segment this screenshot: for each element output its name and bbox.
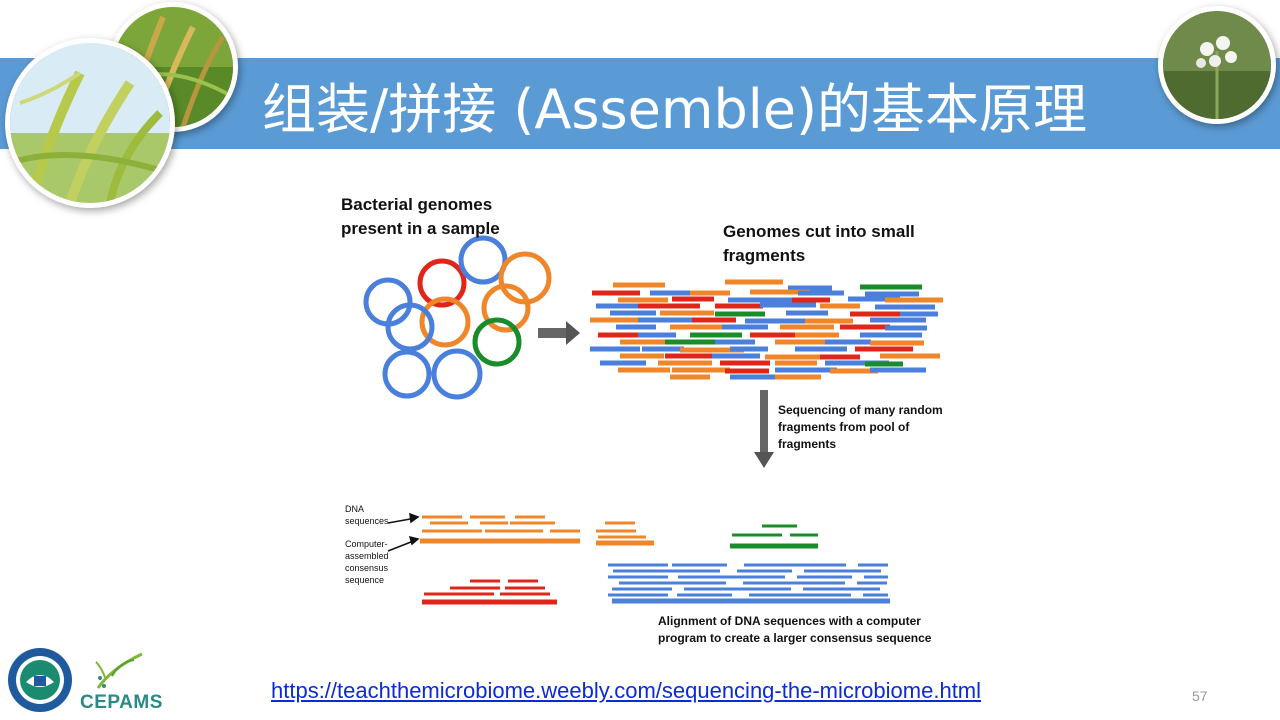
label-consensus: Computer- assembled consensus sequence — [345, 538, 389, 586]
label-line: Bacterial genomes — [341, 195, 493, 214]
genome-circle — [417, 258, 467, 308]
diagram-graphics — [363, 235, 943, 605]
wheat-photo — [5, 38, 175, 208]
source-link[interactable]: https://teachthemicrobiome.weebly.com/se… — [271, 678, 982, 703]
label-dna-sequences: DNA sequences — [345, 503, 389, 527]
label-bacterial-genomes: Bacterial genomes present in a sample — [341, 193, 500, 241]
right-arrow-icon — [538, 321, 580, 345]
down-arrow-icon — [754, 390, 774, 468]
label-line: sequence — [345, 575, 385, 585]
genome-circle — [458, 235, 508, 285]
label-line: fragments — [723, 246, 806, 265]
label-line: Alignment of DNA sequences with a comput… — [658, 614, 921, 628]
label-line: Sequencing of many random — [778, 403, 943, 417]
label-line: DNA — [345, 504, 365, 514]
label-arrows — [387, 512, 420, 552]
label-line: present in a sample — [341, 219, 500, 238]
genome-fragments — [590, 279, 943, 380]
assembly-diagram: Bacterial genomes present in a sample Ge… — [320, 185, 970, 655]
slide-title: 组装/拼接 (Assemble)的基本原理 — [262, 78, 1088, 141]
cepams-logo-text: CEPAMS — [80, 692, 163, 713]
label-sequencing: Sequencing of many random fragments from… — [778, 402, 943, 453]
label-line: fragments — [778, 437, 837, 451]
genome-circles — [363, 235, 552, 400]
genome-circle — [385, 302, 435, 352]
genome-circle — [382, 349, 432, 399]
label-line: fragments from pool of — [778, 420, 910, 434]
genome-circle — [431, 348, 483, 400]
genome-circle — [472, 317, 522, 367]
genome-circle — [419, 296, 471, 348]
label-line: consensus — [345, 563, 389, 573]
label-line: sequences — [345, 516, 389, 526]
aligned-sequences — [420, 515, 890, 605]
label-line: assembled — [345, 551, 389, 561]
flower-photo — [1158, 6, 1276, 124]
cepams-leaf-icon — [92, 648, 148, 692]
label-line: program to create a larger consensus seq… — [658, 631, 932, 645]
label-line: Genomes cut into small — [723, 222, 915, 241]
label-alignment: Alignment of DNA sequences with a comput… — [658, 613, 931, 647]
genome-circle — [481, 283, 531, 333]
label-genomes-cut: Genomes cut into small fragments — [723, 220, 915, 268]
university-seal-logo — [6, 646, 74, 714]
page-number: 57 — [1192, 688, 1208, 704]
label-line: Computer- — [345, 539, 388, 549]
